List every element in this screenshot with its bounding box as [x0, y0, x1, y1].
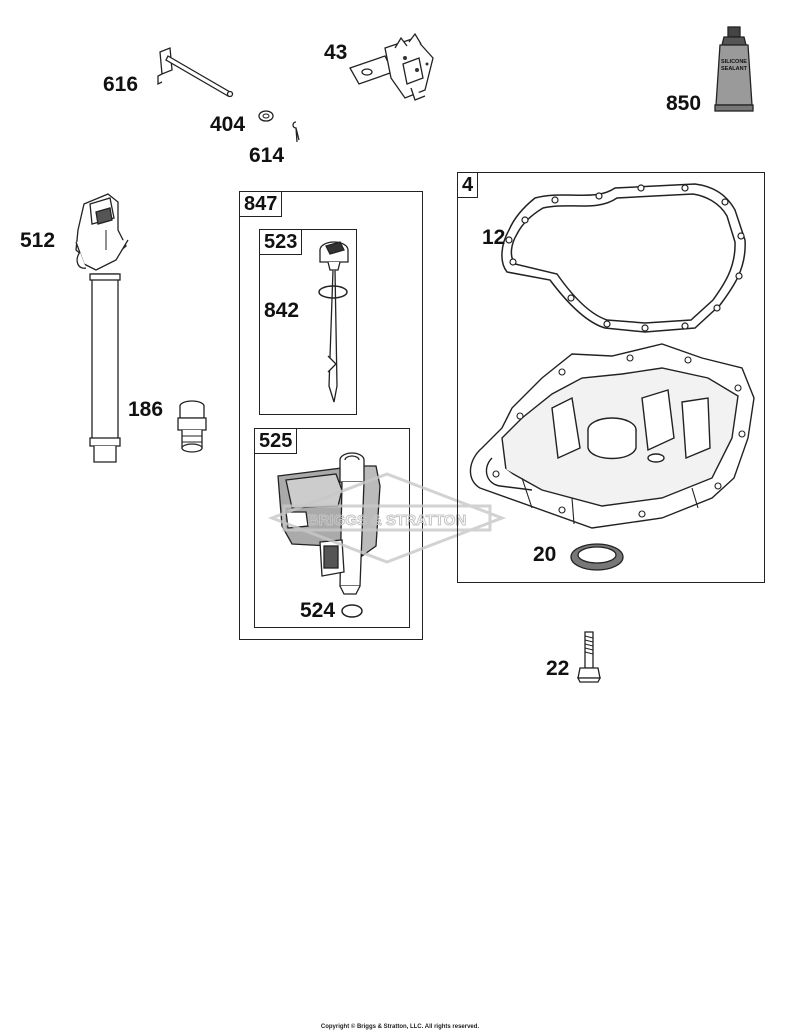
- tag-523: 523: [259, 229, 303, 255]
- label-524: 524: [300, 599, 336, 622]
- label-20: 20: [533, 543, 557, 566]
- tube-text-silicone: SILICONE: [721, 59, 747, 65]
- tube-text-sealant: SEALANT: [721, 66, 748, 72]
- label-186: 186: [128, 398, 164, 421]
- part-850-sealant-tube-illustration: SILICONE SEALANT: [714, 26, 754, 112]
- label-404: 404: [210, 113, 246, 136]
- part-186-fitting-illustration: [177, 400, 207, 453]
- part-616-rod-illustration: [157, 47, 234, 98]
- tag-4: 4: [457, 172, 479, 198]
- label-842: 842: [264, 299, 300, 322]
- copyright-footer: Copyright © Briggs & Stratton, LLC. All …: [320, 1024, 480, 1030]
- part-12-gasket-illustration: [501, 183, 746, 333]
- label-12: 12: [482, 226, 506, 249]
- part-512-dipstick-tube-illustration: [75, 193, 129, 463]
- group-523-frame: 523: [259, 229, 357, 415]
- briggs-stratton-watermark: BRIGGS & STRATTON: [267, 472, 507, 564]
- group-4-frame: 4: [457, 172, 765, 583]
- part-4-sump-illustration: [469, 343, 755, 529]
- label-616: 616: [103, 73, 139, 96]
- part-842-oring-illustration: [318, 285, 348, 299]
- group-525-frame: 525: [254, 428, 410, 628]
- label-43: 43: [324, 41, 348, 64]
- label-850: 850: [666, 92, 702, 115]
- tag-525: 525: [254, 428, 298, 454]
- label-22: 22: [546, 657, 570, 680]
- part-523-dipstick-illustration: [319, 241, 349, 403]
- part-22-bolt-illustration: [576, 631, 602, 683]
- part-43-bracket-illustration: [349, 32, 434, 101]
- group-847-frame: 847: [239, 191, 423, 640]
- part-20-seal-illustration: [570, 543, 624, 571]
- part-614-pin-illustration: [292, 121, 300, 143]
- watermark-text: BRIGGS & STRATTON: [308, 512, 467, 529]
- tag-847: 847: [239, 191, 283, 217]
- label-512: 512: [20, 229, 56, 252]
- part-404-washer-illustration: [258, 110, 274, 122]
- label-614: 614: [249, 144, 285, 167]
- part-524-oring-illustration: [341, 604, 363, 618]
